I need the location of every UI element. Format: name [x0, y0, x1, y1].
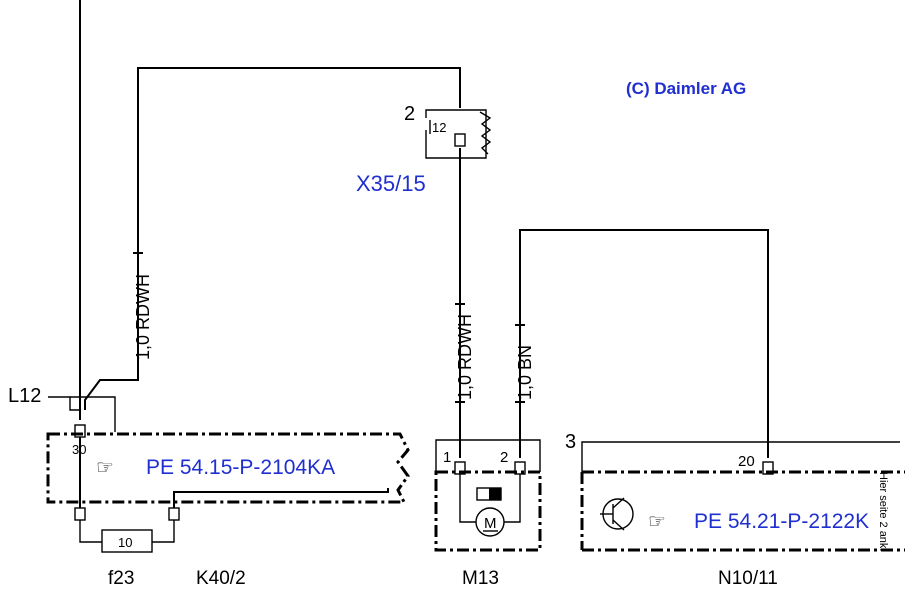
m13-housing — [434, 470, 542, 552]
connector-number: 2 — [404, 103, 415, 125]
wire-2-label: 1,0 RDWH — [455, 314, 475, 400]
k40-ref-link[interactable]: PE 54.15-P-2104KA — [146, 456, 335, 479]
fuse-f23 — [74, 507, 180, 553]
copyright-text: (C) Daimler AG — [626, 79, 746, 98]
n10-index: 3 — [565, 431, 576, 453]
n10-pin-20: 20 — [738, 453, 755, 470]
n10-side-note: Hier seite 2 ank. — [877, 472, 889, 551]
fuse-label: f23 — [108, 568, 134, 589]
transistor-icon — [600, 497, 634, 531]
n10-11-housing — [580, 470, 905, 552]
k40-internal-wire — [173, 488, 389, 508]
wire-3-bn-path — [519, 229, 769, 458]
n10-11-label: N10/11 — [718, 568, 778, 589]
m13-pin-2: 2 — [500, 449, 508, 466]
motor-symbol: M — [484, 515, 497, 532]
wire-3-label: 1,0 BN — [515, 345, 535, 400]
k40-2-housing — [46, 432, 410, 504]
l12-leader — [48, 396, 80, 411]
m13-top-bracket — [435, 439, 541, 472]
m13-internal-wire-2 — [504, 474, 521, 523]
motor-switch-icon — [476, 487, 502, 501]
m13-pin-1: 1 — [443, 449, 451, 466]
hand-pointer-icon[interactable]: ☞ — [96, 457, 114, 479]
connector-pin: 12 — [432, 120, 446, 135]
m13-label: M13 — [462, 568, 499, 589]
l12-label: L12 — [8, 385, 41, 407]
n10-top-bracket — [581, 441, 900, 472]
k40-2-label: K40/2 — [196, 568, 246, 589]
hand-pointer-icon[interactable]: ☞ — [648, 511, 666, 533]
fuse-value: 10 — [118, 535, 132, 550]
m13-internal-wire-1 — [459, 474, 476, 523]
wire-1-rdwh-path — [84, 67, 461, 410]
l12-bracket — [70, 396, 116, 432]
connector-label: X35/15 — [356, 171, 426, 196]
n10-ref-link[interactable]: PE 54.21-P-2122K — [694, 510, 869, 533]
wire-1-label: 1,0 RDWH — [133, 274, 153, 360]
connector-x35-15 — [425, 109, 492, 159]
motor-icon — [475, 507, 505, 537]
n10-pin-20-terminal — [762, 461, 774, 475]
